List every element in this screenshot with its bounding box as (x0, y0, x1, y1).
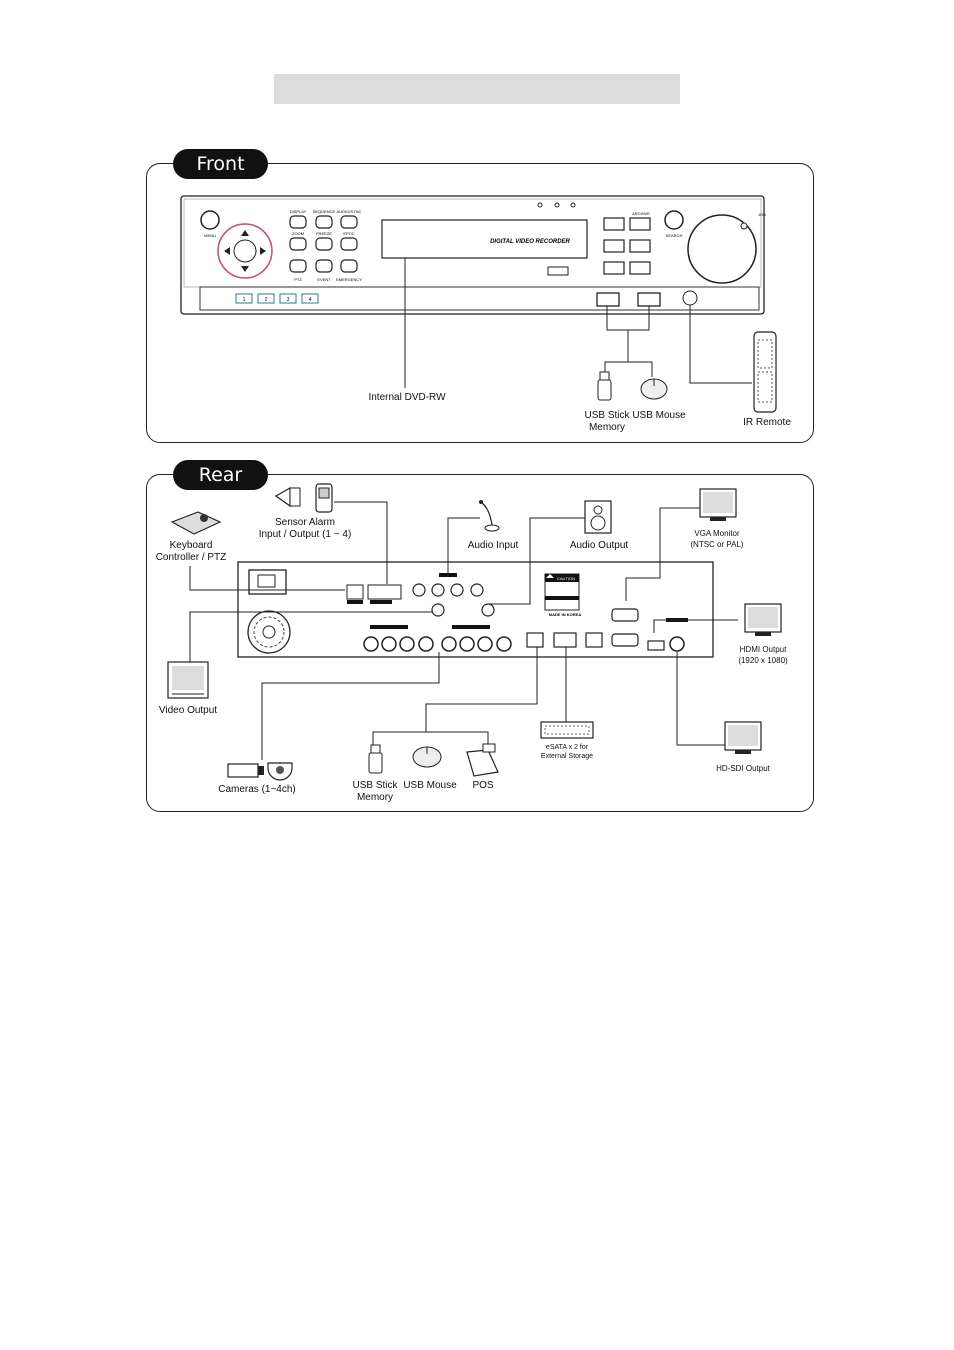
keyboard-controller-icon (170, 511, 222, 535)
ir-receiver (682, 290, 698, 306)
box-camera-icon (227, 763, 264, 778)
title-bar (274, 74, 680, 104)
channel-label-2: 2 (265, 297, 268, 303)
pir-sensor-icon (315, 483, 333, 513)
sensor-label-1: Sensor Alarm (274, 517, 336, 528)
front-diagram: MENU DISPLAY SEQUENCE AUDIO/SYNC ZOOM FR… (180, 195, 777, 413)
rear-diagram: CAUTION MADE IN KOREA (167, 483, 782, 781)
microphone-icon (479, 500, 500, 532)
caution-label (544, 573, 580, 611)
dvd-label: Internal DVD-RW (368, 392, 446, 403)
usb-stick-icon (597, 371, 612, 401)
ir-remote-icon (753, 331, 777, 413)
emergency-text: EMERGENCY (336, 277, 362, 282)
search-text: SEARCH (666, 233, 683, 238)
fan-icon (247, 610, 291, 654)
hdmi-label-1: HDMI Output (739, 645, 787, 654)
lan-port (585, 632, 603, 648)
alarm-terminal (367, 584, 402, 600)
siren-icon (274, 486, 301, 508)
rear-usb-mouse-icon (412, 746, 442, 768)
front-usb-stick-label-2: Memory (588, 422, 626, 433)
audio-output-label: Audio Output (569, 540, 629, 551)
audio-sync-text: AUDIO/SYNC (337, 209, 362, 214)
brand-text: DIGITAL VIDEO RECORDER (490, 239, 570, 245)
video-monitor-icon (167, 661, 209, 699)
front-section (146, 163, 814, 443)
hdmi-label-2: (1920 x 1080) (738, 656, 788, 665)
audio-input-label: Audio Input (467, 540, 519, 551)
esata-label-1: eSATA x 2 for (545, 744, 589, 751)
vga-port (611, 608, 639, 622)
front-usb-port-1 (596, 292, 620, 307)
pos-label: POS (472, 780, 494, 791)
vga-label-2: (NTSC or PAL) (690, 540, 744, 549)
vga-monitor-icon (699, 488, 737, 521)
serial-port (611, 633, 639, 647)
sequence-text: SEQUENCE (313, 209, 336, 214)
cameras-label: Cameras (1~4ch) (218, 784, 296, 795)
ptz-text: PTZ (294, 277, 302, 282)
channel-label-1: 1 (243, 297, 246, 303)
ir-remote-label: IR Remote (743, 417, 791, 428)
esata-port (553, 632, 577, 648)
pos-terminal-icon (466, 743, 499, 777)
dome-camera-icon (267, 762, 293, 781)
epoc-text: EPOC (343, 231, 354, 236)
menu-text: MENU (204, 233, 216, 238)
esata-storage-icon (540, 721, 594, 739)
vga-label-1: VGA Monitor (694, 529, 740, 538)
rear-usb-port (526, 632, 544, 648)
sensor-label-2: Input / Output (1 ~ 4) (258, 529, 352, 540)
rear-usb-stick-label-2: Memory (356, 792, 394, 803)
front-usb-port-2 (637, 292, 661, 307)
rear-usb-stick-label-1: USB Stick (352, 780, 398, 791)
channel-button-1 (235, 293, 253, 304)
video-output-label: Video Output (158, 705, 218, 716)
channel-label-3: 3 (287, 297, 290, 303)
menu-button-icon (200, 210, 220, 230)
archive-text: ARCHIVE (632, 211, 650, 216)
made-in-text: MADE IN KOREA (549, 612, 582, 617)
jog-dial (687, 214, 757, 284)
jog-text: JOG (758, 212, 766, 217)
rear-section (146, 474, 814, 812)
rs485-terminal (346, 584, 364, 600)
keyboard-label-2: Controller / PTZ (155, 552, 227, 563)
hdmi-monitor-icon (744, 603, 782, 636)
hdsdi-label: HD-SDI Output (716, 764, 770, 773)
rear-tab: Rear (173, 460, 268, 490)
esata-label-2: External Storage (540, 753, 594, 760)
search-button-icon (664, 210, 684, 230)
front-usb-stick-label-1: USB Stick (584, 410, 630, 421)
freeze-text: FREEZE (316, 231, 332, 236)
channel-label-4: 4 (309, 297, 312, 303)
channel-button-3 (279, 293, 297, 304)
rear-usb-stick-icon (368, 744, 383, 774)
usb-mouse-icon (640, 378, 668, 400)
hdsdi-monitor-icon (724, 721, 762, 754)
front-tab: Front (173, 149, 268, 179)
speaker-icon (584, 500, 612, 534)
dvd-tray (381, 219, 588, 259)
channel-button-4 (301, 293, 319, 304)
dvr-front-panel (180, 195, 765, 315)
rear-usb-mouse-label: USB Mouse (403, 780, 457, 791)
caution-text: CAUTION (557, 576, 575, 581)
channel-button-2 (257, 293, 275, 304)
zoom-text: ZOOM (292, 231, 304, 236)
front-usb-mouse-label: USB Mouse (632, 410, 686, 421)
dvr-rear-panel (237, 561, 714, 658)
event-text: EVENT (317, 277, 331, 282)
display-text: DISPLAY (290, 209, 307, 214)
keyboard-label-1: Keyboard (169, 540, 213, 551)
hdmi-port (647, 640, 665, 651)
